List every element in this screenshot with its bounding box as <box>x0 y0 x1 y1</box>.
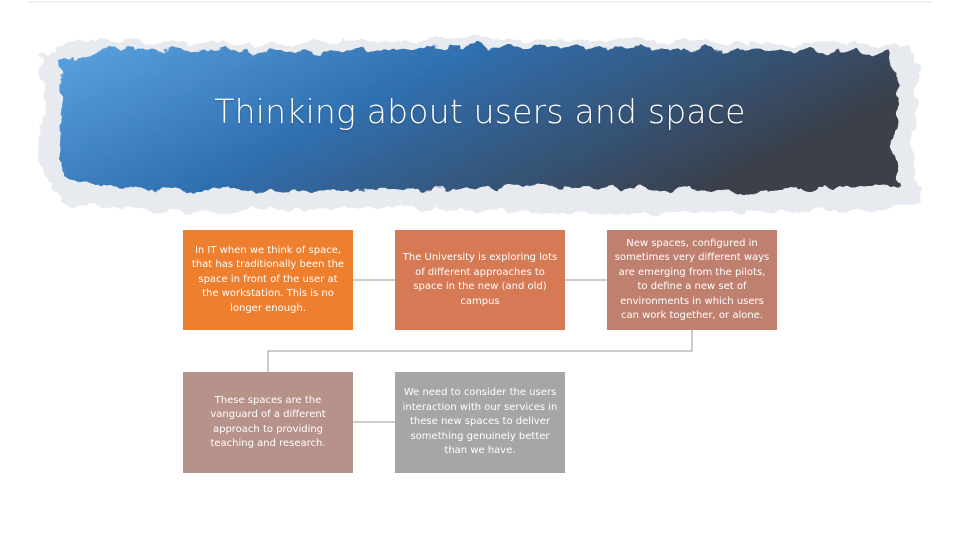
process-step-2: The University is exploring lots of diff… <box>395 230 565 330</box>
top-rule <box>28 1 932 3</box>
process-step-2-text: The University is exploring lots of diff… <box>402 252 558 307</box>
process-step-4-text: These spaces are the vanguard of a diffe… <box>210 394 326 450</box>
connector-3-4 <box>267 330 693 372</box>
process-step-5-text: We need to consider the users interactio… <box>402 387 558 457</box>
process-step-1-text: In IT when we think of space, that has t… <box>191 244 345 314</box>
process-step-4: These spaces are the vanguard of a diffe… <box>183 372 353 473</box>
process-step-3: New spaces, configured in sometimes very… <box>607 230 777 330</box>
slide-title: Thinking about users and space <box>214 92 746 131</box>
process-step-3-text: New spaces, configured in sometimes very… <box>614 237 770 322</box>
process-step-1: In IT when we think of space, that has t… <box>183 230 353 330</box>
title-banner <box>38 38 920 214</box>
process-step-5: We need to consider the users interactio… <box>395 372 565 473</box>
